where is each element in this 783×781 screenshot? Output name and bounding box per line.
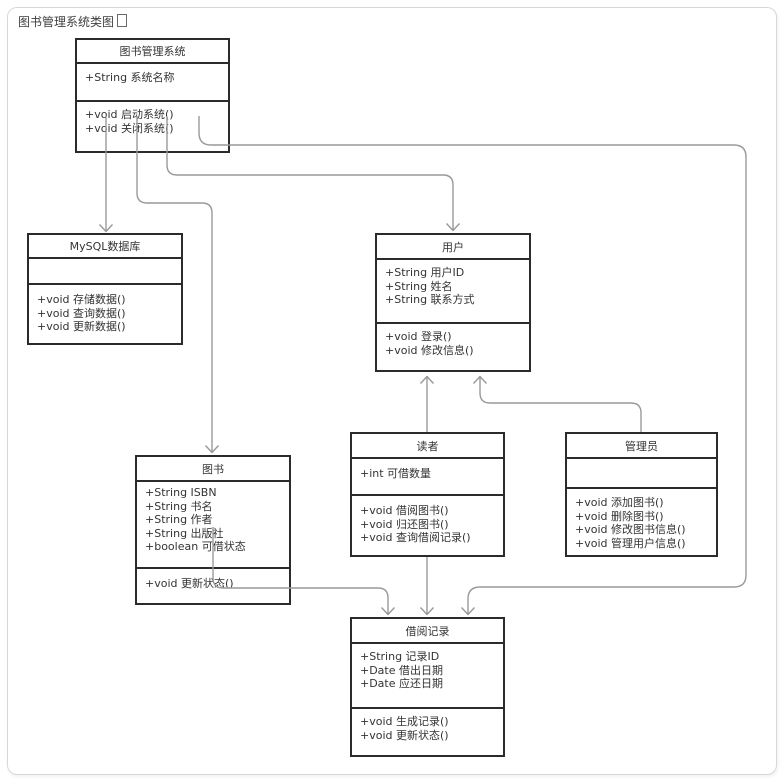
class-box-system[interactable]: 图书管理系统 +String 系统名称 +void 启动系统() +void 关… xyxy=(75,38,230,153)
class-attribute: +String 系统名称 xyxy=(85,71,175,84)
class-attribute: +String 记录ID xyxy=(360,650,440,663)
class-title: MySQL数据库 xyxy=(29,235,181,259)
class-attribute: +String 联系方式 xyxy=(385,293,475,306)
class-method: +void 存储数据() xyxy=(37,293,126,306)
class-method: +void 修改图书信息() xyxy=(575,523,686,536)
class-attribute: +String 用户ID xyxy=(385,266,465,279)
class-method: +void 归还图书() xyxy=(360,517,449,531)
class-attribute: +Date 借出日期 xyxy=(360,663,444,677)
page-title: 图书管理系统类图 xyxy=(18,13,128,30)
class-title: 图书管理系统 xyxy=(77,40,228,64)
class-attribute: +String 出版社 xyxy=(145,526,224,540)
class-box-record[interactable]: 借阅记录 +String 记录ID +Date 借出日期 +Date 应还日期 … xyxy=(350,617,505,757)
class-attribute: +String 作者 xyxy=(145,513,213,526)
class-method: +void 更新数据() xyxy=(37,320,126,333)
class-method: +void 更新状态() xyxy=(360,728,449,742)
class-attribute: +int 可借数量 xyxy=(360,467,432,480)
class-box-book[interactable]: 图书 +String ISBN +String 书名 +String 作者 +S… xyxy=(135,455,291,605)
class-method: +void 启动系统() xyxy=(85,108,174,121)
class-title: 图书 xyxy=(137,457,289,482)
class-box-reader[interactable]: 读者 +int 可借数量 +void 借阅图书() +void 归还图书() +… xyxy=(350,432,505,557)
class-method: +void 借阅图书() xyxy=(360,504,449,517)
class-attribute: +Date 应还日期 xyxy=(360,677,444,690)
class-title: 借阅记录 xyxy=(352,619,503,644)
class-method: +void 修改信息() xyxy=(385,343,474,357)
class-method: +void 管理用户信息() xyxy=(575,536,686,550)
class-title: 用户 xyxy=(377,235,529,260)
class-title: 读者 xyxy=(352,434,503,459)
page-title-text: 图书管理系统类图 xyxy=(18,15,115,29)
class-method: +void 添加图书() xyxy=(575,496,664,509)
missing-glyph-icon xyxy=(117,14,128,27)
class-method: +void 更新状态() xyxy=(145,577,234,590)
class-box-admin[interactable]: 管理员 +void 添加图书() +void 删除图书() +void 修改图书… xyxy=(565,432,718,557)
class-method: +void 登录() xyxy=(385,330,452,343)
class-method: +void 关闭系统() xyxy=(85,121,174,135)
class-attribute: +String 姓名 xyxy=(385,279,453,293)
class-box-mysql[interactable]: MySQL数据库 +void 存储数据() +void 查询数据() +void… xyxy=(27,233,183,345)
class-title: 管理员 xyxy=(567,434,716,459)
class-method: +void 生成记录() xyxy=(360,715,449,728)
class-box-user[interactable]: 用户 +String 用户ID +String 姓名 +String 联系方式 … xyxy=(375,233,531,372)
class-attribute: +boolean 可借状态 xyxy=(145,540,246,553)
class-method: +void 删除图书() xyxy=(575,509,664,523)
class-method: +void 查询数据() xyxy=(37,306,126,320)
class-attribute: +String ISBN xyxy=(145,486,217,499)
class-method: +void 查询借阅记录() xyxy=(360,531,471,544)
class-attribute: +String 书名 xyxy=(145,499,213,513)
